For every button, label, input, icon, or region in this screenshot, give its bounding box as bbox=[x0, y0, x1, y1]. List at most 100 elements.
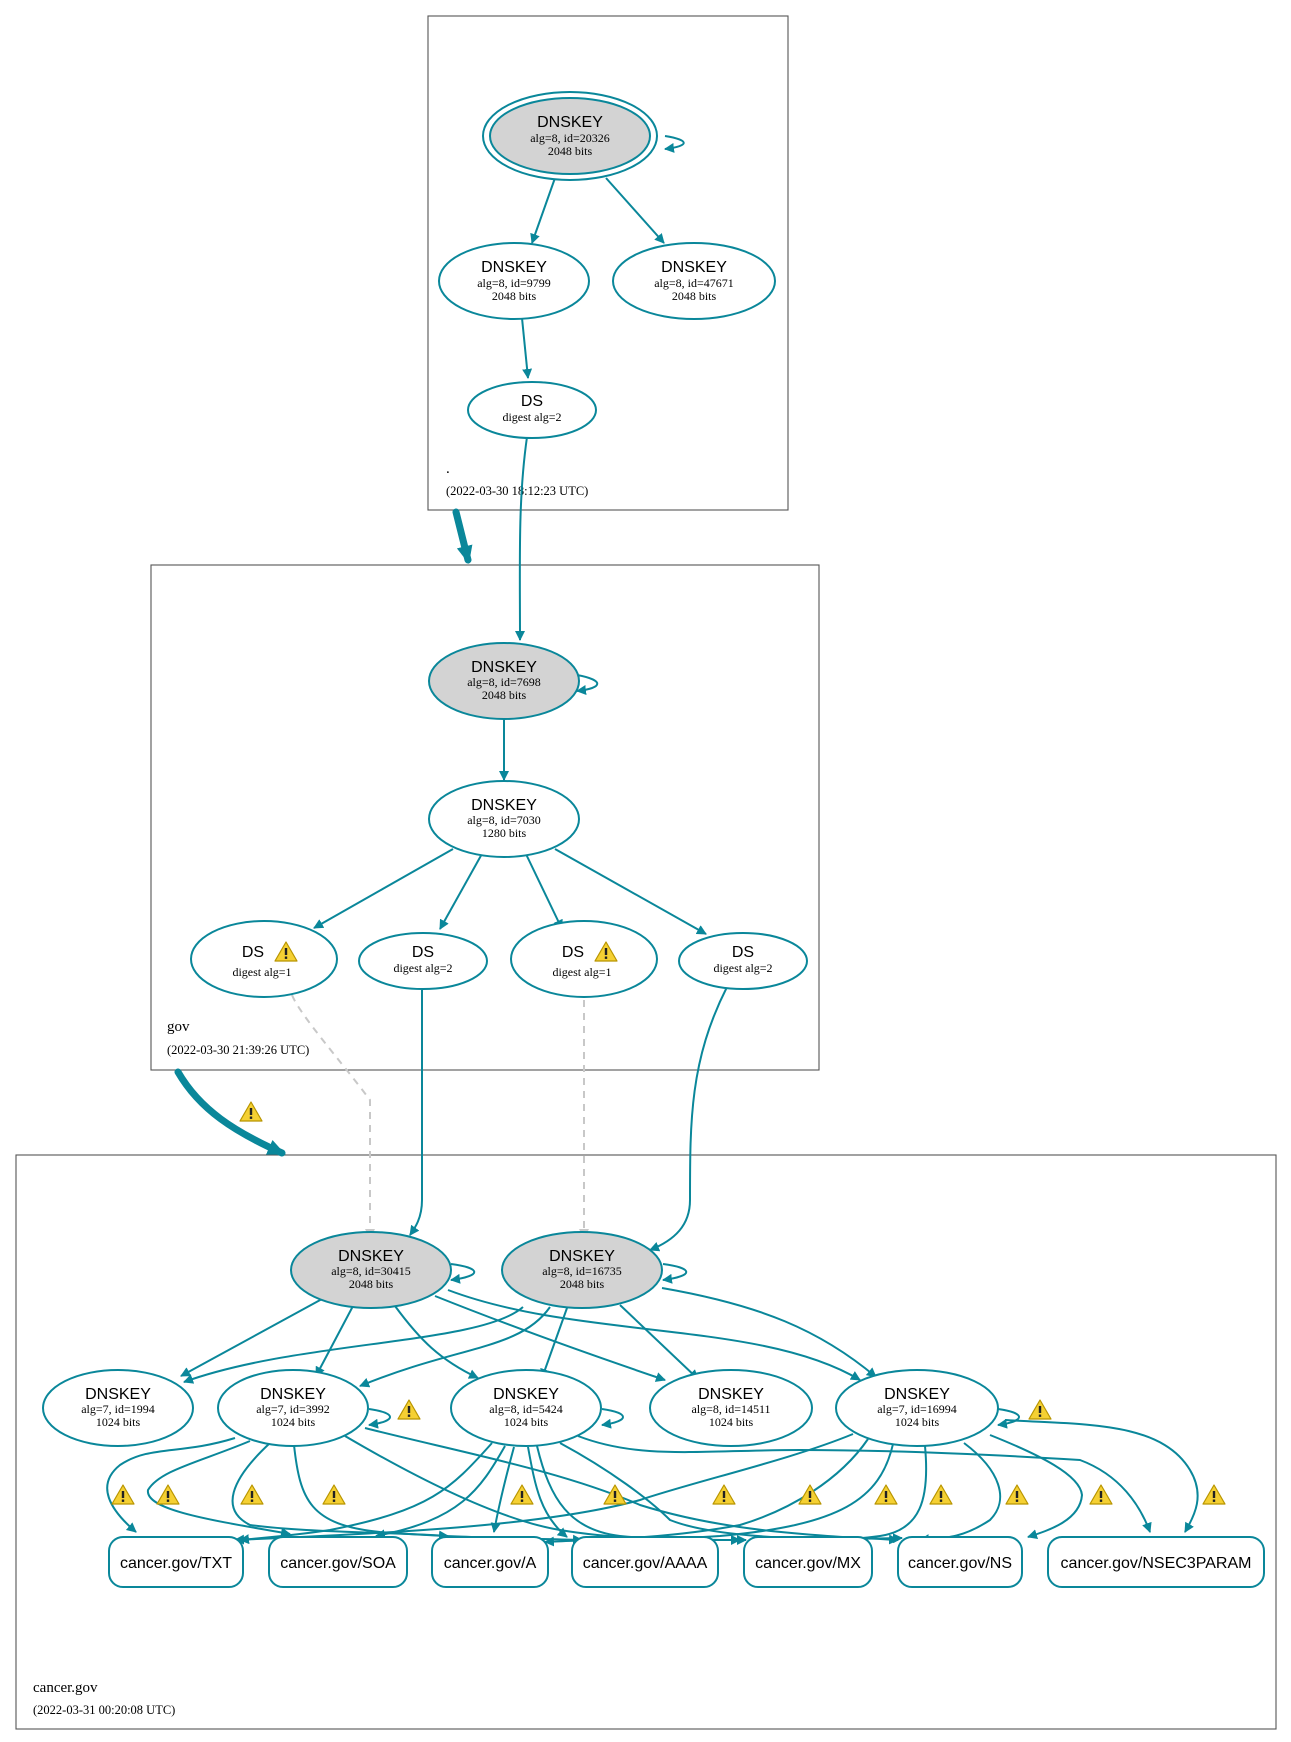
edge-signs bbox=[989, 1434, 1084, 1540]
edge-ds-to-dnskey bbox=[409, 990, 423, 1236]
ds-node-gov-4[interactable]: DS digest alg=2 bbox=[678, 932, 808, 990]
node-type: DNSKEY bbox=[661, 259, 727, 276]
node-alg-id: alg=8, id=7698 bbox=[467, 675, 541, 689]
node-alg-id: alg=8, id=14511 bbox=[691, 1402, 770, 1416]
edge-signs bbox=[183, 1306, 524, 1384]
rrset-label: cancer.gov/TXT bbox=[120, 1555, 232, 1572]
dnskey-node-14511[interactable]: DNSKEY alg=8, id=14511 1024 bits bbox=[649, 1369, 813, 1447]
rrset-label: cancer.gov/A bbox=[444, 1555, 537, 1572]
edge-signs bbox=[524, 851, 563, 930]
edge-signs bbox=[313, 848, 454, 929]
zone-cancer-name: cancer.gov bbox=[33, 1680, 98, 1696]
node-bits: 2048 bits bbox=[672, 289, 717, 303]
edge-signs bbox=[577, 1435, 1152, 1533]
node-bits: 2048 bits bbox=[349, 1277, 394, 1291]
warning-icon bbox=[1202, 1484, 1226, 1505]
node-type: DNSKEY bbox=[260, 1386, 326, 1403]
node-alg-id: alg=8, id=47671 bbox=[654, 276, 734, 290]
dnskey-node-7698[interactable]: DNSKEY alg=8, id=7698 2048 bits bbox=[428, 642, 580, 720]
warning-icon bbox=[111, 1484, 135, 1505]
rrset-a[interactable]: cancer.gov/A bbox=[431, 1536, 549, 1588]
node-bits: 1024 bits bbox=[96, 1415, 141, 1429]
warning-icon bbox=[156, 1484, 180, 1505]
node-bits: 1024 bits bbox=[271, 1415, 316, 1429]
edge-self-sign bbox=[664, 135, 685, 153]
node-alg-id: alg=8, id=9799 bbox=[477, 276, 551, 290]
edge-signs bbox=[359, 1306, 551, 1388]
rrset-txt[interactable]: cancer.gov/TXT bbox=[108, 1536, 244, 1588]
node-alg-id: alg=8, id=5424 bbox=[489, 1402, 563, 1416]
node-type: DNSKEY bbox=[537, 114, 603, 131]
rrset-nsec3param[interactable]: cancer.gov/NSEC3PARAM bbox=[1047, 1536, 1265, 1588]
edge-self-sign bbox=[662, 1263, 687, 1284]
edge-signs bbox=[490, 1446, 515, 1533]
warning-icon bbox=[510, 1484, 534, 1505]
zone-root-timestamp: (2022-03-30 18:12:23 UTC) bbox=[446, 484, 588, 498]
edge-self-sign bbox=[601, 1408, 624, 1429]
edge-signs bbox=[1004, 1419, 1199, 1533]
node-bits: 2048 bits bbox=[492, 289, 537, 303]
warning-icon bbox=[1005, 1484, 1029, 1505]
node-type: DNSKEY bbox=[338, 1248, 404, 1265]
edge-signs bbox=[605, 177, 665, 244]
edge-signs bbox=[315, 1305, 354, 1377]
rrset-aaaa[interactable]: cancer.gov/AAAA bbox=[571, 1536, 719, 1588]
rrset-label: cancer.gov/SOA bbox=[280, 1555, 396, 1572]
node-digest: digest alg=1 bbox=[552, 965, 611, 979]
node-type: DS bbox=[521, 393, 543, 410]
rrset-soa[interactable]: cancer.gov/SOA bbox=[268, 1536, 408, 1588]
rrset-mx[interactable]: cancer.gov/MX bbox=[743, 1536, 873, 1588]
edge-signs bbox=[146, 1440, 291, 1538]
edge-signs bbox=[527, 1446, 568, 1538]
edge-signs bbox=[554, 848, 707, 935]
delegation-gov-to-cancer bbox=[174, 1068, 286, 1157]
ds-node-root[interactable]: DS digest alg=2 bbox=[467, 381, 597, 439]
ds-node-gov-3[interactable]: DS digest alg=1 bbox=[510, 920, 658, 998]
zone-cancer-timestamp: (2022-03-31 00:20:08 UTC) bbox=[33, 1703, 175, 1717]
delegation-root-to-gov bbox=[452, 508, 473, 564]
dnskey-node-30415[interactable]: DNSKEY alg=8, id=30415 2048 bits bbox=[290, 1231, 452, 1309]
edge-signs bbox=[364, 1427, 899, 1545]
dnskey-node-1994[interactable]: DNSKEY alg=7, id=1994 1024 bits bbox=[42, 1369, 194, 1447]
edge-insecure-ds-to-dnskey bbox=[291, 994, 375, 1239]
warning-icon bbox=[322, 1484, 346, 1505]
zone-cancer-box bbox=[15, 1154, 1277, 1730]
dnskey-node-47671[interactable]: DNSKEY alg=8, id=47671 2048 bits bbox=[612, 242, 776, 320]
rrset-label: cancer.gov/NS bbox=[908, 1555, 1012, 1572]
dnskey-node-3992[interactable]: DNSKEY alg=7, id=3992 1024 bits bbox=[217, 1369, 369, 1447]
edge-signs bbox=[809, 1445, 928, 1546]
rrset-ns[interactable]: cancer.gov/NS bbox=[897, 1536, 1023, 1588]
edge-self-sign bbox=[576, 674, 599, 695]
node-alg-id: alg=7, id=1994 bbox=[81, 1402, 155, 1416]
edge-signs bbox=[231, 1442, 449, 1541]
node-bits: 2048 bits bbox=[560, 1277, 605, 1291]
edge-ds-to-dnskey bbox=[649, 986, 728, 1252]
node-alg-id: alg=8, id=20326 bbox=[530, 131, 610, 145]
node-bits: 1024 bits bbox=[504, 1415, 549, 1429]
node-type: DS bbox=[412, 944, 434, 961]
edge-signs bbox=[619, 1304, 699, 1380]
rrset-label: cancer.gov/NSEC3PARAM bbox=[1061, 1555, 1252, 1572]
dnskey-node-16994[interactable]: DNSKEY alg=7, id=16994 1024 bits bbox=[835, 1369, 999, 1447]
ds-node-gov-2[interactable]: DS digest alg=2 bbox=[358, 932, 488, 990]
warning-icon bbox=[1028, 1399, 1052, 1420]
dnskey-node-5424[interactable]: DNSKEY alg=8, id=5424 1024 bits bbox=[450, 1369, 602, 1447]
warning-icon bbox=[1089, 1484, 1113, 1505]
node-type: DNSKEY bbox=[493, 1386, 559, 1403]
zone-gov-name: gov bbox=[167, 1019, 190, 1035]
node-type: DNSKEY bbox=[471, 797, 537, 814]
edge-signs bbox=[521, 317, 533, 379]
node-type: DNSKEY bbox=[85, 1386, 151, 1403]
ds-node-gov-1[interactable]: DS digest alg=1 bbox=[190, 920, 338, 998]
node-type: DS bbox=[242, 944, 264, 961]
dnskey-node-9799[interactable]: DNSKEY alg=8, id=9799 2048 bits bbox=[438, 242, 590, 320]
node-digest: digest alg=2 bbox=[713, 961, 772, 975]
edge-signs bbox=[919, 1442, 1002, 1545]
edge-self-sign bbox=[450, 1263, 475, 1284]
dnskey-node-16735[interactable]: DNSKEY alg=8, id=16735 2048 bits bbox=[501, 1231, 663, 1309]
node-type: DNSKEY bbox=[549, 1248, 615, 1265]
dnskey-node-7030[interactable]: DNSKEY alg=8, id=7030 1280 bits bbox=[428, 780, 580, 858]
warning-icon bbox=[240, 1484, 264, 1505]
dnskey-node-20326[interactable]: DNSKEY alg=8, id=20326 2048 bits bbox=[482, 91, 658, 181]
